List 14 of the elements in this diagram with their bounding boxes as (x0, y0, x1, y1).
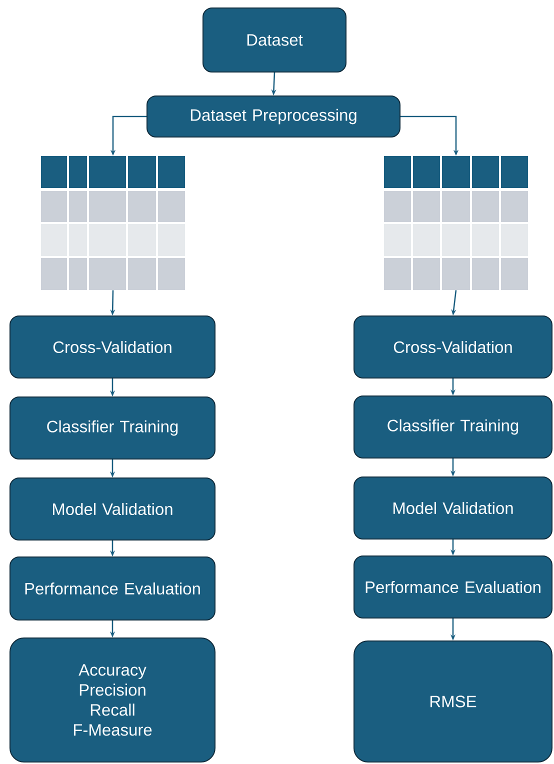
process-box: RMSE (354, 640, 552, 762)
process-box: Cross-Validation (10, 316, 216, 378)
process-box: Classifier Training (10, 396, 216, 460)
process-box: Performance Evaluation (354, 556, 552, 618)
process-box: Dataset (202, 8, 346, 72)
data-table-drawing (41, 156, 185, 290)
process-box: Model Validation (10, 478, 216, 540)
process-box: Performance Evaluation (10, 556, 216, 620)
data-table-drawing (384, 156, 528, 290)
process-box: Accuracy Precision Recall F-Measure (10, 638, 216, 762)
process-box: Dataset Preprocessing (146, 96, 400, 138)
process-box: Model Validation (354, 476, 552, 540)
process-box: Classifier Training (354, 396, 552, 458)
process-box: Cross-Validation (354, 316, 552, 378)
